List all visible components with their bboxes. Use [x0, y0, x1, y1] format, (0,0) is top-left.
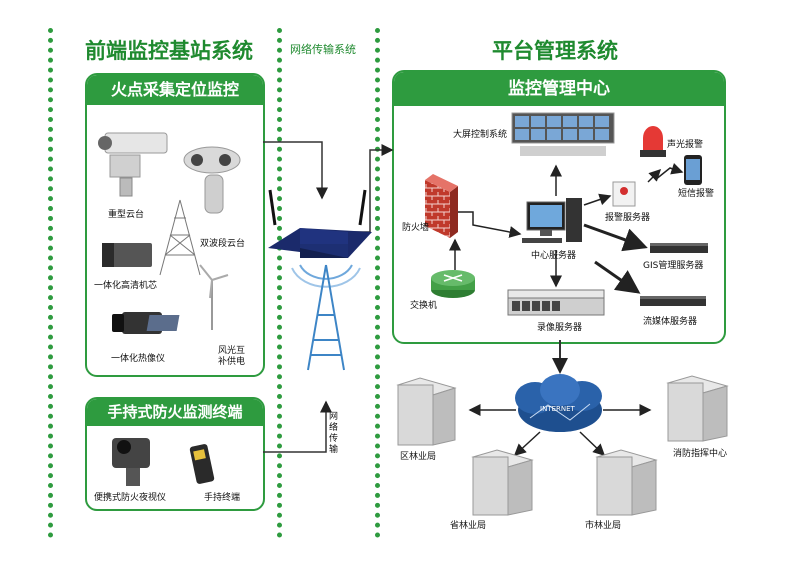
building-fire-command-icon: [666, 375, 729, 442]
label-hd-core: 一体化高清机芯: [94, 281, 158, 291]
firewall-icon: [425, 174, 458, 238]
building-city-icon: [595, 449, 658, 516]
lattice-tower-icon: [159, 199, 201, 276]
handheld-header: 手持式防火监测终端: [87, 399, 263, 426]
label-bigscreen: 大屏控制系统: [453, 130, 508, 140]
control-center-header: 监控管理中心: [394, 72, 724, 106]
divider-left: [48, 28, 53, 538]
big-screen-icon: [511, 112, 615, 156]
label-alarm-light: 声光报警: [667, 140, 704, 150]
label-central-server: 中心服务器: [531, 251, 577, 261]
building-province-icon: [471, 449, 534, 516]
label-gis-server: GIS管理服务器: [643, 261, 704, 271]
label-dual-ptz: 双波段云台: [200, 239, 246, 249]
fire-monitor-header: 火点采集定位监控: [87, 75, 263, 105]
switch-icon: [431, 270, 475, 298]
streaming-server-icon: [640, 296, 706, 306]
label-network-vertical: 网络传输: [329, 412, 339, 455]
divider-mid-right: [375, 28, 380, 538]
label-province-bureau: 省林业局: [450, 521, 487, 531]
platform-title: 平台管理系统: [492, 39, 618, 63]
signal-tower-icon: [291, 264, 361, 371]
hd-core-camera-icon: [102, 243, 152, 267]
smartphone-icon: [684, 155, 702, 185]
central-server-icon: [522, 198, 582, 243]
label-sms: 短信报警: [678, 189, 715, 199]
label-thermal: 一体化热像仪: [111, 354, 166, 364]
label-fire-command: 消防指挥中心: [673, 449, 728, 459]
alarm-light-icon: [640, 126, 666, 157]
label-internet: INTERNET: [540, 405, 575, 413]
wireless-router-icon: [268, 189, 372, 258]
recording-server-icon: [507, 289, 605, 316]
gis-server-icon: [650, 243, 708, 253]
label-night-vision: 便携式防火夜视仪: [94, 493, 167, 503]
frontend-title: 前端监控基站系统: [85, 39, 253, 63]
label-wind-solar: 风光互 补供电: [218, 346, 246, 367]
divider-mid-left: [277, 28, 282, 538]
night-vision-icon: [112, 438, 150, 486]
label-media-server: 流媒体服务器: [643, 317, 698, 327]
label-switch: 交换机: [410, 301, 438, 311]
alarm-server-icon: [612, 181, 636, 207]
building-district-icon: [396, 377, 457, 446]
label-firewall: 防火墙: [402, 223, 430, 233]
label-record-server: 录像服务器: [537, 323, 583, 333]
label-alarm-server: 报警服务器: [605, 213, 651, 223]
heavy-ptz-camera-icon: [98, 132, 168, 197]
label-city-bureau: 市林业局: [585, 521, 622, 531]
internet-cloud-icon: [515, 374, 602, 432]
label-heavy-ptz: 重型云台: [108, 210, 145, 220]
handset-icon: [189, 444, 215, 484]
label-handset: 手持终端: [204, 493, 241, 503]
wind-solar-icon: [146, 264, 229, 331]
fire-monitor-panel: [85, 73, 265, 377]
label-district-bureau: 区林业局: [400, 452, 437, 462]
network-title: 网络传输系统: [290, 43, 356, 56]
dual-band-ptz-icon: [183, 146, 241, 214]
